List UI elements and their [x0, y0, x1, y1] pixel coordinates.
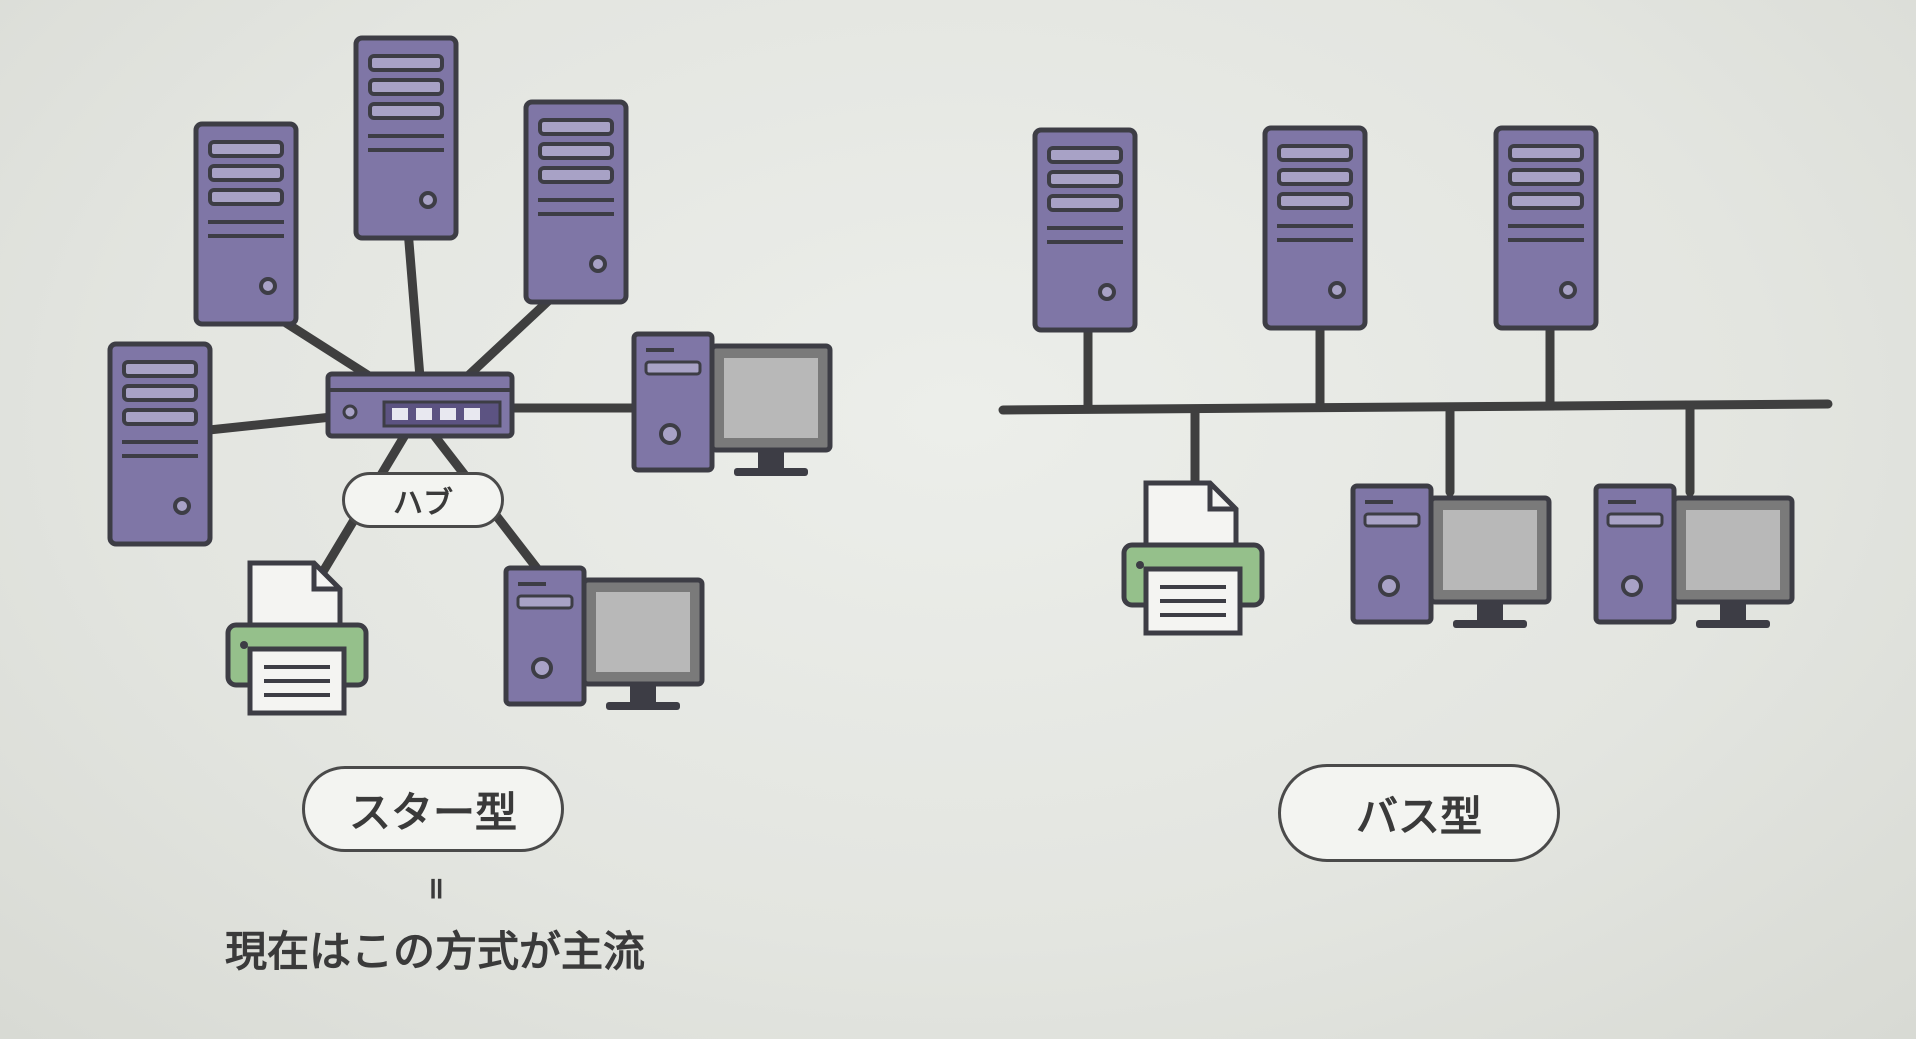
desktop-pc-icon — [1353, 486, 1549, 628]
bus-type-label: バス型 — [1278, 764, 1560, 862]
hub-icon — [325, 371, 515, 439]
server-icon — [1496, 128, 1596, 328]
bus-topology — [998, 128, 1833, 633]
desktop-pc-icon — [1596, 486, 1792, 628]
printer-icon — [228, 563, 366, 713]
desktop-pc-icon — [634, 334, 830, 476]
hub-label: ハブ — [342, 472, 504, 528]
bus-backbone-cable — [998, 399, 1833, 415]
star-note: 現在はこの方式が主流 — [224, 927, 645, 976]
server-icon — [356, 38, 456, 238]
star-type-label: スター型 — [302, 766, 564, 852]
server-icon — [196, 124, 296, 324]
bus-cables — [998, 325, 1833, 497]
star-topology — [110, 38, 830, 713]
equals-mark: ॥ — [426, 871, 444, 906]
server-icon — [1265, 128, 1365, 328]
server-icon — [526, 102, 626, 302]
printer-icon — [1124, 483, 1262, 633]
desktop-pc-icon — [506, 568, 702, 710]
server-icon — [110, 344, 210, 544]
server-icon — [1035, 130, 1135, 330]
